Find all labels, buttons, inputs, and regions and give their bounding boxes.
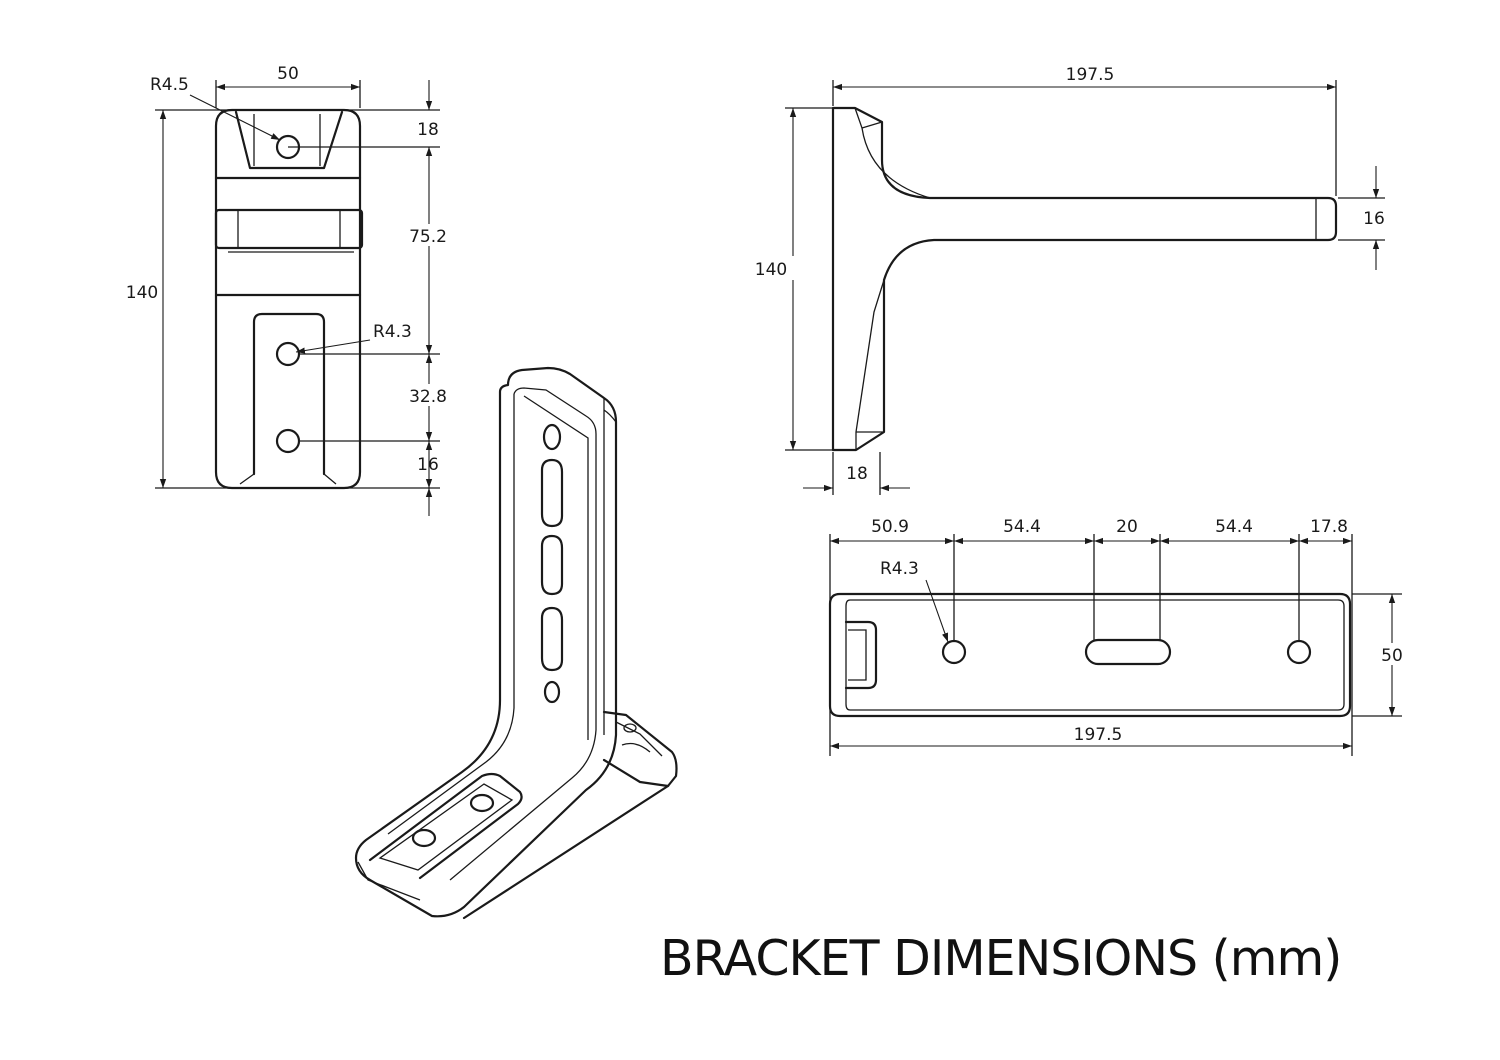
top-segment-2-label: 54.4 [1003, 517, 1041, 537]
side-arm-thickness-label: 16 [1363, 209, 1385, 229]
side-view: 197.5 140 16 18 [755, 65, 1385, 495]
front-width-label: 50 [277, 64, 299, 84]
top-view: 50.9 54.4 20 54.4 17.8 50 197.5 R4.3 [828, 517, 1408, 756]
side-height-label: 140 [755, 260, 787, 280]
front-height-label: 140 [126, 283, 158, 303]
isometric-view [354, 366, 678, 920]
front-hole-spacing-lower-label: 32.8 [409, 387, 447, 407]
front-hole-spacing-upper-label: 75.2 [409, 227, 447, 247]
side-length-label: 197.5 [1066, 65, 1115, 85]
top-slot-width-label: 20 [1116, 517, 1138, 537]
front-bottom-offset-label: 16 [417, 455, 439, 475]
top-hole-radius-label: R4.3 [880, 559, 919, 579]
front-top-hole-radius-label: R4.5 [150, 75, 189, 95]
side-base-thickness-label: 18 [846, 464, 868, 484]
top-segment-3-label: 54.4 [1215, 517, 1253, 537]
diagram-title: BRACKET DIMENSIONS (mm) [660, 930, 1342, 987]
front-top-offset-label: 18 [417, 120, 439, 140]
top-width-label: 50 [1381, 646, 1403, 666]
front-view: 50 140 18 75.2 32.8 16 R4.5 R4.3 [126, 64, 453, 516]
top-segment-1-label: 50.9 [871, 517, 909, 537]
top-segment-4-label: 17.8 [1310, 517, 1348, 537]
top-length-label: 197.5 [1074, 725, 1123, 745]
front-lower-hole-radius-label: R4.3 [373, 322, 412, 342]
